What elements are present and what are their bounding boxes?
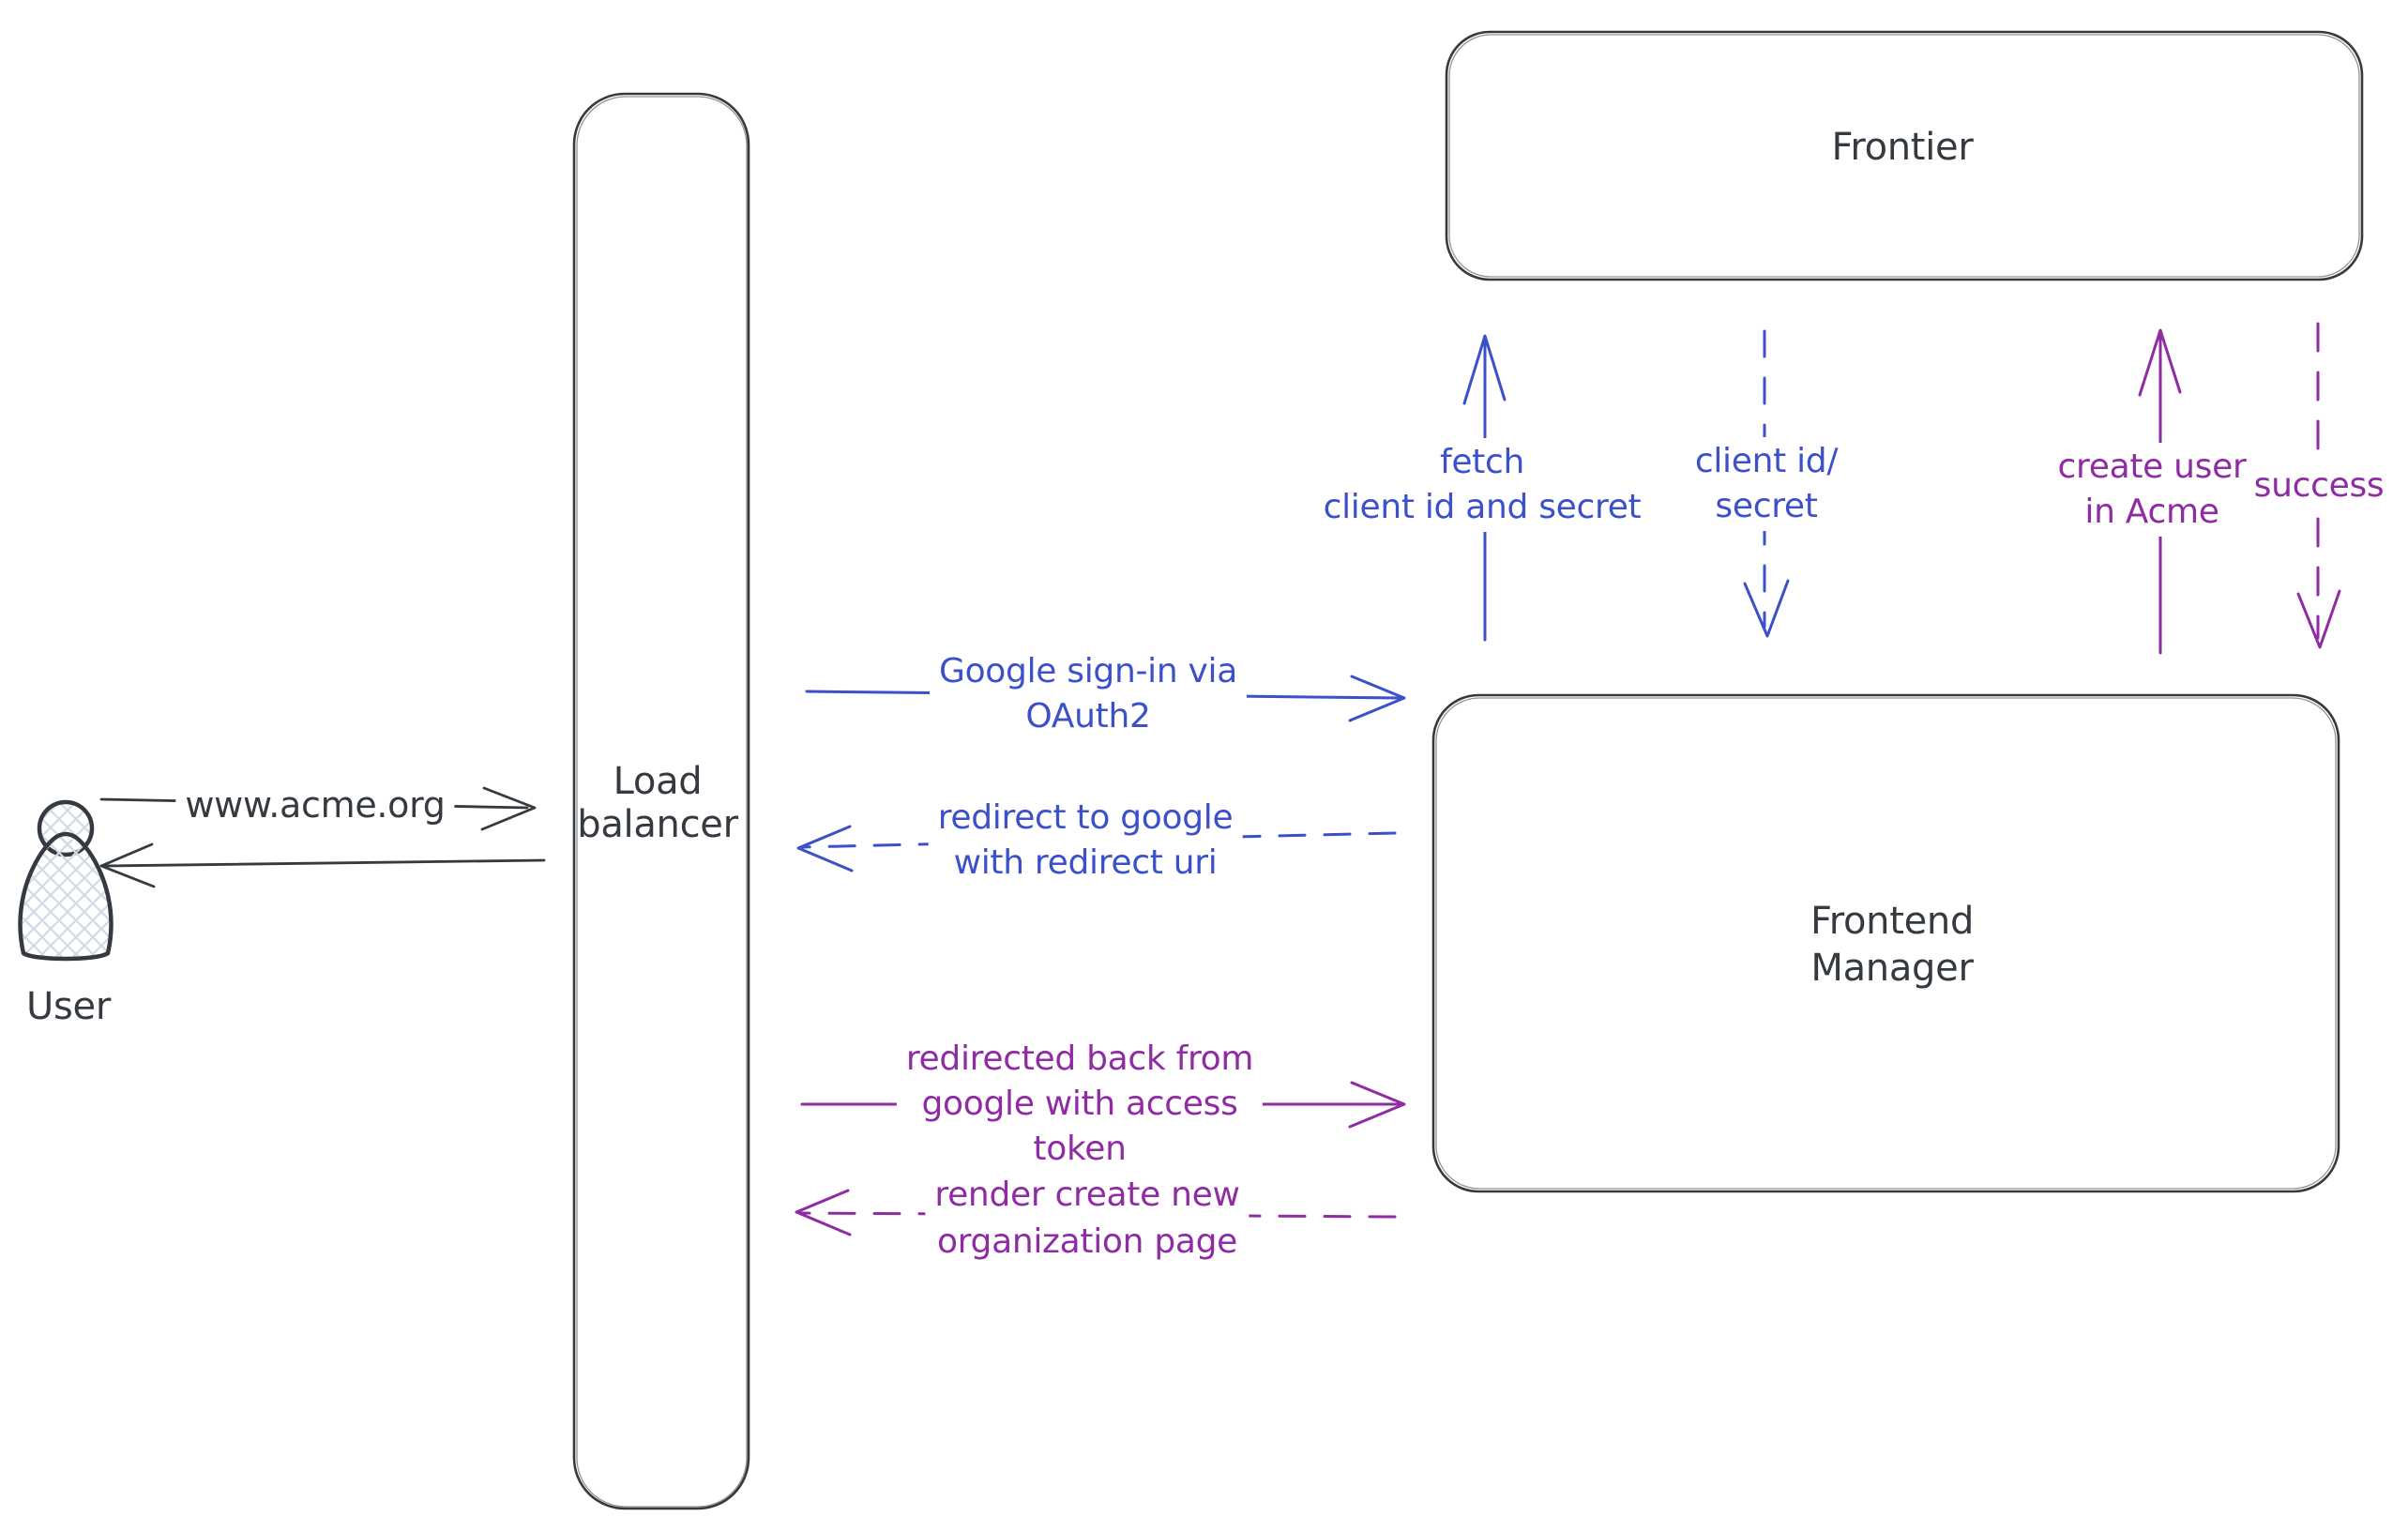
edge-www-arrowhead: [480, 786, 537, 831]
edge-render-org-page-arrow[interactable]: [795, 1189, 1397, 1236]
edge-client-id-secret-label[interactable]: client id/ secret: [1685, 437, 1848, 531]
load-balancer-label-line2: balancer: [577, 803, 738, 846]
edge-redirected-back-label-line3: token: [1033, 1130, 1127, 1168]
edge-google-signin-label[interactable]: Google sign-in via OAuth2: [929, 647, 1248, 741]
edge-success-arrowhead: [2296, 589, 2341, 649]
edge-redirected-back-label[interactable]: redirected back from google with access …: [896, 1035, 1264, 1174]
edge-create-user-label-line2: in Acme: [2084, 493, 2219, 531]
edge-create-user-label[interactable]: create user in Acme: [2048, 443, 2256, 537]
edge-client-id-secret-label-line2: secret: [1715, 487, 1818, 525]
edge-fetch-secret-arrowhead: [1462, 334, 1507, 405]
user-figure[interactable]: [18, 799, 114, 962]
edge-fetch-secret-label[interactable]: fetch client id and secret: [1313, 438, 1651, 532]
edge-success-label[interactable]: success: [2244, 462, 2394, 510]
node-frontier[interactable]: [1445, 30, 2364, 281]
node-frontend-manager[interactable]: [1431, 693, 2340, 1193]
user-label[interactable]: User: [26, 985, 111, 1028]
edge-www-label[interactable]: www.acme.org: [175, 781, 455, 829]
node-frontend-manager-sketch-line: [1435, 697, 2337, 1190]
load-balancer-label-line1: Load: [613, 760, 703, 803]
edge-create-user-label-line1: create user: [2057, 447, 2247, 486]
edge-google-signin-label-line1: Google sign-in via: [938, 652, 1238, 690]
edge-redirected-back-label-line2: google with access: [921, 1085, 1238, 1123]
edge-return-arrow[interactable]: [99, 842, 546, 888]
edge-redirected-back-arrowhead: [1348, 1081, 1406, 1129]
node-load-balancer-sketch-line: [576, 96, 748, 1508]
edge-render-org-page-label-line1: render create new: [934, 1176, 1240, 1214]
load-balancer-label[interactable]: Load balancer: [577, 760, 738, 846]
frontend-manager-label-line2: Manager: [1810, 947, 1974, 990]
edge-render-org-page-arrowhead: [795, 1189, 852, 1236]
edge-return-arrowhead: [99, 842, 156, 888]
edge-redirect-google-label-line1: redirect to google: [937, 798, 1234, 837]
edge-google-signin-label-line2: OAuth2: [1025, 697, 1151, 736]
edge-render-org-page-label-line2: organization page: [936, 1222, 1238, 1261]
edge-create-user-arrowhead: [2138, 328, 2182, 397]
frontier-label[interactable]: Frontier: [1831, 126, 1974, 169]
edge-redirected-back-label-line1: redirected back from: [905, 1039, 1254, 1078]
edge-render-org-page-label[interactable]: render create new organization page: [925, 1170, 1249, 1267]
edge-fetch-secret-label-line2: client id and secret: [1323, 488, 1642, 526]
edge-redirect-google-label[interactable]: redirect to google with redirect uri: [928, 794, 1243, 887]
node-load-balancer[interactable]: [572, 92, 750, 1510]
user-body: [18, 831, 114, 962]
edge-client-id-secret-label-line1: client id/: [1694, 442, 1839, 480]
edge-client-id-secret-arrowhead: [1743, 579, 1790, 638]
node-frontier-sketch-line: [1448, 34, 2360, 278]
frontend-manager-label[interactable]: Frontend Manager: [1810, 898, 1974, 992]
edge-fetch-secret-label-line1: fetch: [1439, 443, 1525, 481]
frontend-manager-label-line1: Frontend: [1810, 900, 1975, 943]
edge-redirect-google-arrowhead: [796, 825, 854, 872]
edge-redirect-google-label-line2: with redirect uri: [953, 843, 1218, 882]
edge-google-signin-arrowhead: [1348, 675, 1406, 722]
